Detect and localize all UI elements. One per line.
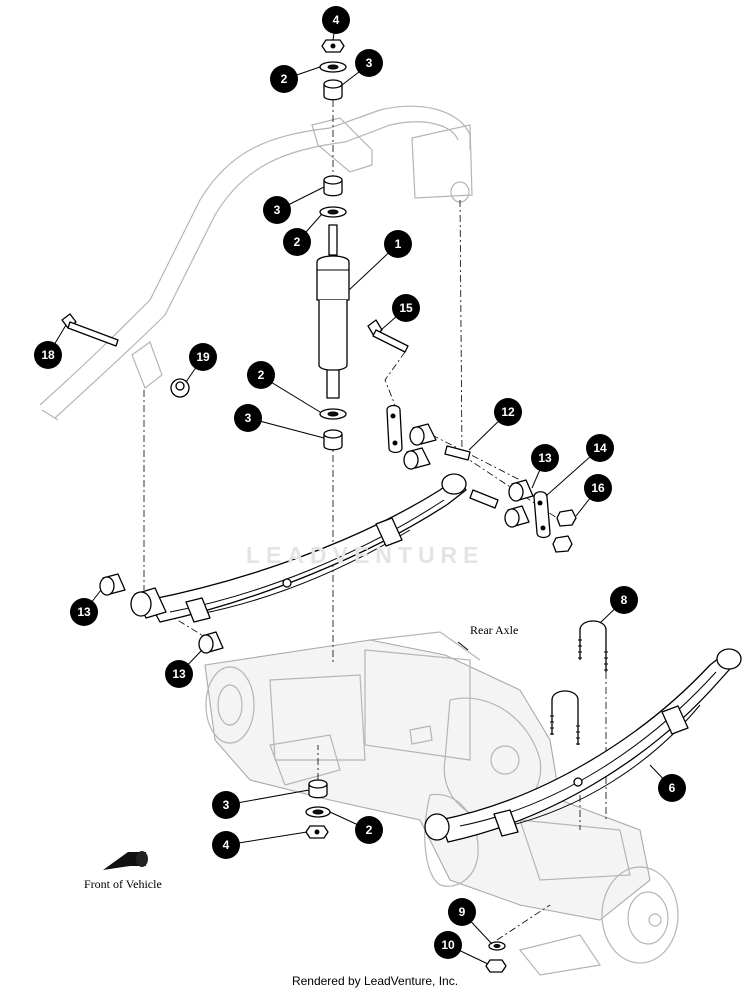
u-bolt-front [550,690,580,745]
callout-number: 4 [223,838,230,852]
callout-12: 12 [494,398,522,426]
shackle-nut-lower [552,535,573,553]
callout-number: 6 [669,781,676,795]
callout-3: 3 [263,196,291,224]
axle-shock-bushing [308,779,328,799]
callout-8: 8 [610,586,638,614]
leaf-spring-lower [424,648,742,843]
callout-3: 3 [212,791,240,819]
callout-number: 16 [591,481,605,495]
callout-number: 10 [441,938,455,952]
callout-14: 14 [586,434,614,462]
upper-shock-washer-top [319,61,347,73]
axle-shock-nut [305,825,329,839]
callout-4: 4 [322,6,350,34]
callout-number: 8 [621,593,628,607]
callout-1: 1 [384,230,412,258]
callout-number: 1 [395,237,402,251]
front-of-vehicle-label: Front of Vehicle [84,877,162,891]
callout-number: 13 [172,667,186,681]
leaf-spring-upper [130,473,467,623]
shackle-pin-lower [469,489,499,509]
callout-2: 2 [355,816,383,844]
shackle-bushing-upper [409,423,437,446]
callout-number: 2 [366,823,373,837]
callout-number: 15 [399,301,413,315]
callout-16: 16 [584,474,612,502]
callout-19: 19 [189,343,217,371]
callout-4: 4 [212,831,240,859]
callout-number: 13 [538,451,552,465]
callout-15: 15 [392,294,420,322]
upper-shock-nut [321,39,345,53]
axle-shock-washer [305,806,331,818]
footer-credit: Rendered by LeadVenture, Inc. [291,974,459,988]
callout-number: 2 [258,368,265,382]
front-arrow-icon [103,851,148,870]
callout-number: 19 [196,350,210,364]
callout-3: 3 [355,49,383,77]
spring-bushing-right-lower [504,505,530,528]
upper-shock-bushing-bottom [323,175,343,197]
u-bolt-nut [485,959,507,973]
lower-shock-washer [319,408,347,420]
callout-6: 6 [658,774,686,802]
callout-9: 9 [448,898,476,926]
callout-number: 2 [294,235,301,249]
upper-shock-washer-bottom [319,206,347,218]
shackle-nut-upper [556,509,577,527]
callout-13: 13 [165,660,193,688]
callout-2: 2 [283,228,311,256]
callout-10: 10 [434,931,462,959]
callout-number: 3 [366,56,373,70]
rear-axle-label: Rear Axle [470,623,519,637]
callout-number: 9 [459,905,466,919]
shackle-plate-front [533,491,551,539]
lower-shock-bushing [323,429,343,451]
u-bolt-rear [578,620,608,672]
shackle-bolt [367,319,409,353]
shackle-plate-rear [386,404,403,454]
callout-2: 2 [270,65,298,93]
callout-number: 14 [593,441,607,455]
shackle-bushing-lower [403,447,431,470]
callout-number: 3 [245,411,252,425]
shock-absorber [316,224,350,399]
u-bolt-washer [488,941,506,951]
watermark-logo: LEADVENTURE [246,542,485,568]
callout-number: 13 [77,605,91,619]
vehicle-frame [39,105,473,421]
callout-2: 2 [247,361,275,389]
spring-bushing-right-upper [508,479,534,502]
spring-bushing-left-lower [198,631,224,654]
callout-number: 4 [333,13,340,27]
callout-number: 3 [223,798,230,812]
callout-number: 3 [274,203,281,217]
shackle-pin-upper [444,445,471,461]
callout-number: 2 [281,72,288,86]
rear-axle-assembly [204,631,679,976]
upper-shock-bushing-top [323,79,343,101]
callout-18: 18 [34,341,62,369]
callout-number: 12 [501,405,515,419]
frame-bolt [61,313,119,347]
callout-13: 13 [531,444,559,472]
callout-13: 13 [70,598,98,626]
frame-nut [170,378,190,398]
callout-number: 18 [41,348,55,362]
callout-3: 3 [234,404,262,432]
spring-bushing-left-upper [99,573,126,596]
